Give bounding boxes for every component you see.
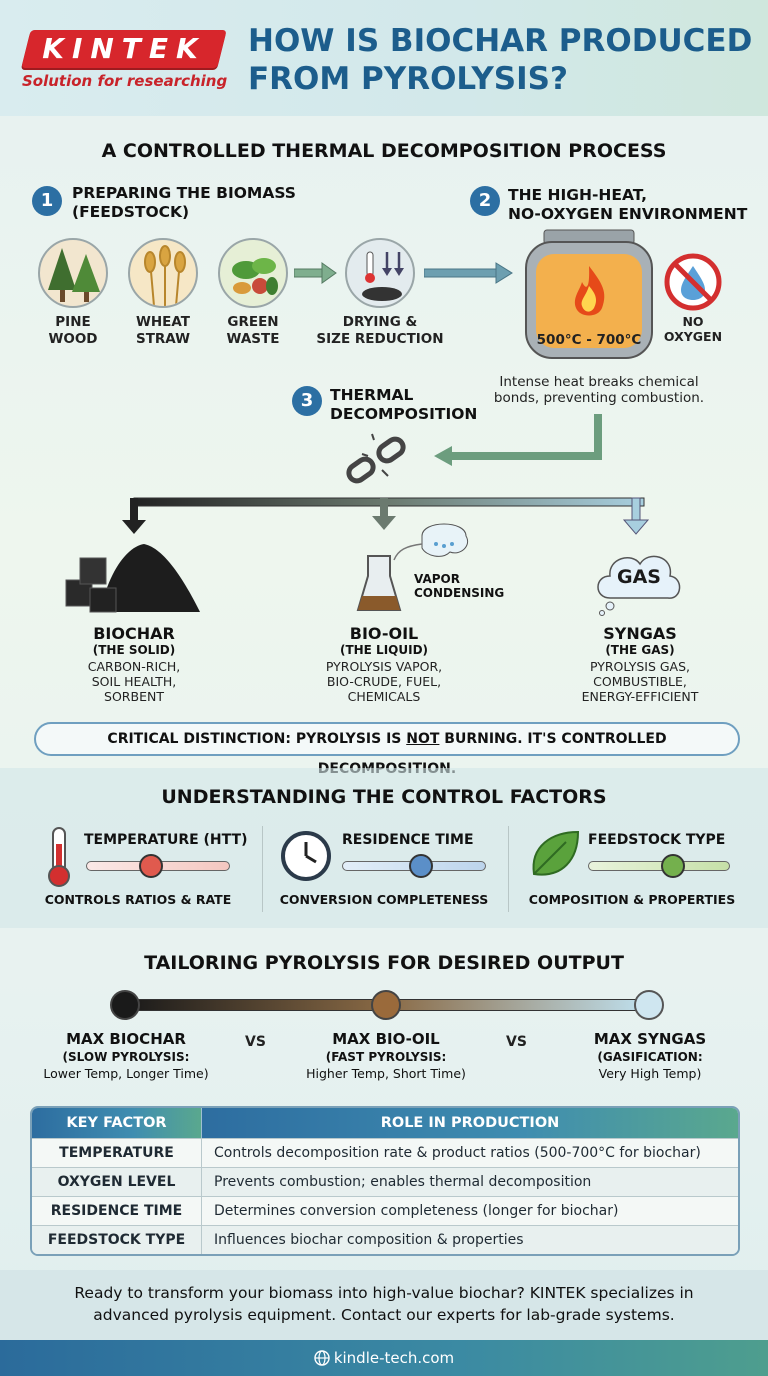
table-header: KEY FACTOR [32,1108,202,1138]
website-link[interactable]: kindle-tech.com [333,1349,455,1367]
biochar-subtitle: (THE SOLID) [92,643,176,657]
no-oxygen-icon [664,253,722,311]
table-header-row: KEY FACTOR ROLE IN PRODUCTION [32,1108,738,1138]
factor-temperature-desc: CONTROLS RATIOS & RATE [44,892,232,907]
max-syngas-label: MAX SYNGAS [593,1030,707,1048]
critical-distinction-callout: CRITICAL DISTINCTION: PYROLYSIS IS NOT B… [34,722,740,777]
arrow-right-icon [424,262,513,284]
syngas-title: SYNGAS [603,624,677,643]
key-factor-table: KEY FACTOR ROLE IN PRODUCTION TEMPERATUR… [30,1106,740,1256]
control-factors-band [0,768,768,928]
max-biochar-detail: Lower Temp, Longer Time) [43,1066,209,1081]
leaf-icon [532,830,580,876]
table-cell: FEEDSTOCK TYPE [32,1225,202,1254]
bio-oil-icon [356,523,468,611]
table-cell: Determines conversion completeness (long… [202,1196,738,1225]
wheat-straw-icon [128,238,198,308]
residence-slider-knob[interactable] [409,854,434,878]
bio-oil-marker [371,990,401,1020]
table-cell: TEMPERATURE [32,1138,202,1167]
max-syngas-sub: (GASIFICATION: [597,1050,703,1064]
max-syngas-detail: Very High Temp) [598,1066,702,1081]
syngas-subtitle: (THE GAS) [605,643,675,657]
temperature-slider-knob[interactable] [138,854,163,878]
biochar-description: CARBON-RICH,SOIL HEALTH,SORBENT [87,659,181,704]
biochar-title: BIOCHAR [93,624,175,643]
feedstock-slider-knob[interactable] [661,854,686,878]
max-bio-oil-detail: Higher Temp, Short Time) [306,1066,466,1081]
factor-residence-desc: CONVERSION COMPLETENESS [279,892,489,907]
logo-tagline: Solution for researching [22,72,228,90]
divider [508,826,509,912]
vs-label: VS [506,1034,527,1050]
table-cell: OXYGEN LEVEL [32,1167,202,1196]
step-1-badge: 1 [32,186,62,216]
factor-residence-title: RESIDENCE TIME [342,832,474,848]
bio-oil-subtitle: (THE LIQUID) [339,643,429,657]
bio-oil-description: PYROLYSIS VAPOR,BIO-CRUDE, FUEL,CHEMICAL… [325,659,443,704]
gas-cloud-icon [597,555,681,616]
table-cell: Influences biochar composition & propert… [202,1225,738,1254]
syngas-marker [634,990,664,1020]
table-cell: Controls decomposition rate & product ra… [202,1138,738,1167]
table-cell: RESIDENCE TIME [32,1196,202,1225]
page-title: HOW IS BIOCHAR PRODUCED FROM PYROLYSIS? [248,23,753,97]
footer: kindle-tech.com [0,1340,768,1376]
globe-icon [314,1350,330,1366]
biochar-marker [110,990,140,1020]
clock-icon [281,831,331,881]
control-factors-title: UNDERSTANDING THE CONTROL FACTORS [161,786,607,808]
logo-text: KINTEK [42,32,206,65]
reactor-icon [525,229,653,359]
step-1-title: PREPARING THE BIOMASS(FEEDSTOCK) [72,184,296,221]
max-biochar-sub: (SLOW PYROLYSIS: [62,1050,190,1064]
product-branch-arrows [122,497,650,535]
biochar-icon [65,544,200,613]
syngas-description: PYROLYSIS GAS,COMBUSTIBLE,ENERGY-EFFICIE… [581,659,699,704]
factor-feedstock-title: FEEDSTOCK TYPE [588,832,726,848]
vs-label: VS [245,1034,266,1050]
table-cell: Prevents combustion; enables thermal dec… [202,1167,738,1196]
bio-oil-title: BIO-OIL [349,624,419,643]
max-biochar-label: MAX BIOCHAR [66,1030,186,1048]
arrow-right-icon [294,262,337,284]
step-2-title: THE HIGH-HEAT,NO-OXYGEN ENVIRONMENT [508,186,748,223]
step-2-badge: 2 [470,186,500,216]
max-bio-oil-label: MAX BIO-OIL [332,1030,440,1048]
return-arrow-icon [434,414,602,466]
pine-wood-icon [38,238,108,308]
drying-label: DRYING &SIZE REDUCTION [316,314,444,347]
gas-cloud-label: GAS [617,566,661,588]
table-header: ROLE IN PRODUCTION [202,1108,738,1138]
process-section-title: A CONTROLLED THERMAL DECOMPOSITION PROCE… [101,140,667,162]
feedstock-slider-track[interactable] [588,861,730,871]
max-bio-oil-sub: (FAST PYROLYSIS: [325,1050,447,1064]
divider [262,826,263,912]
factor-temperature-title: TEMPERATURE (HTT) [84,832,248,848]
drying-icon [345,238,415,308]
thermometer-icon [48,827,70,887]
broken-chain-icon [346,433,406,484]
step-3-badge: 3 [292,386,322,416]
green-waste-icon [218,238,288,308]
factor-feedstock-desc: COMPOSITION & PROPERTIES [528,892,736,907]
reactor-temperature: 500°C - 700°C [536,332,642,348]
call-to-action: Ready to transform your biomass into hig… [0,1270,768,1340]
tailoring-title: TAILORING PYROLYSIS FOR DESIRED OUTPUT [144,952,624,974]
